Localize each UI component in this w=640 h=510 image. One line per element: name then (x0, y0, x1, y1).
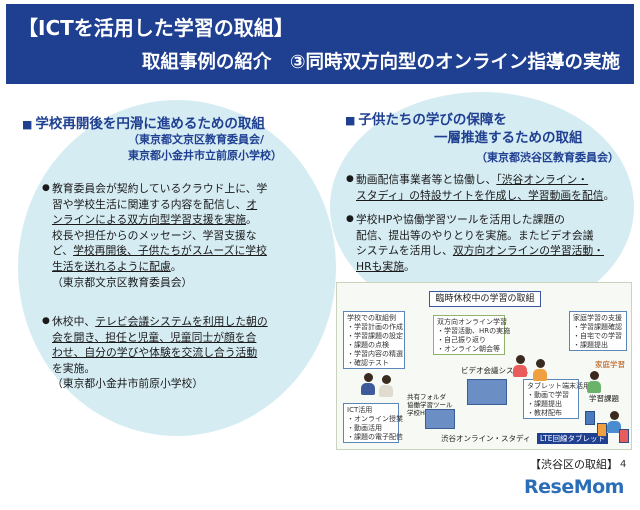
right-b2-line: 学校HPや協働学習ツールを活用した課題の (356, 213, 565, 226)
slide-header: 【ICTを活用した学習の取組】 取組事例の紹介 ③同時双方向型のオンライン指導の… (6, 4, 634, 84)
left-b2-line: （東京都小金井市前原小学校） (52, 377, 204, 391)
student-box: 双方向オンライン学習・学習活動、HRの実施 ・自己振り返り・オンライン朝会等 (433, 315, 510, 355)
left-circle-background (18, 100, 336, 436)
left-b1-line: ど、学校再開後、子供たちがスムーズに学校 (52, 244, 267, 258)
bullet-dot-icon: ● (42, 316, 50, 326)
left-org-line1: （東京都文京区教育委員会/ (128, 133, 265, 146)
left-b2-line: を実施。 (52, 361, 96, 375)
student-icon (587, 371, 601, 393)
lte-tablet-label: LTE回線タブレット (537, 433, 608, 444)
laptop-icon (467, 379, 507, 405)
slide-subtitle: 取組事例の紹介 ③同時双方向型のオンライン指導の実施 (141, 52, 620, 73)
right-heading-text-2: 一層推進するための取組 (434, 130, 583, 146)
illustration-title: 臨時休校中の学習の取組 (429, 291, 541, 307)
student-icon (607, 411, 621, 433)
right-b1-line: 動画配信事業者等と協働し、「渋谷オンライン・ (356, 173, 589, 186)
bullet-dot-icon: ● (346, 214, 354, 224)
monitor-icon (425, 409, 455, 429)
bullet-dot-icon: ● (346, 174, 354, 184)
left-b1-line: 習や学校生活に関連する内容を配信し、オ (52, 197, 258, 211)
right-bullet-1: ● 動画配信事業者等と協働し、「渋谷オンライン・ スタディ」の特設サイトを作成し… (346, 172, 615, 203)
left-bullet-2: ● 休校中、テレビ会議システムを利用した朝の 会を開き、担任と児童、児童同士が顔… (42, 314, 268, 392)
left-b1-line: 校長や担任からのメッセージ、学習支援な (52, 228, 257, 242)
resemom-logo: ReseMom (524, 476, 624, 498)
school-box: 学校での取組例・学習計画の作成 ・学習課題の設定・課題の点検 ・学習内容の精選・… (343, 311, 405, 369)
left-b1-line: 教育委員会が契約しているクラウド上に、学 (52, 182, 268, 195)
bullet-dot-icon: ● (42, 183, 50, 193)
left-section-heading: ■学校再開後を円滑に進めるための取組 (22, 112, 265, 132)
right-bullet-2: ● 学校HPや協働学習ツールを活用した課題の 配信、提出等のやりとりを実施。また… (346, 212, 605, 274)
teacher-icon (379, 375, 393, 397)
study-task-label: 学習課題 (589, 394, 619, 403)
right-b1-line: スタディ」の特設サイトを作成し、学習動画を配信。 (356, 188, 615, 202)
student-icon (513, 355, 527, 377)
tablet-icon (585, 411, 595, 425)
left-b1-line: ンラインによる双方向型学習支援を実施。 (52, 213, 257, 227)
home-support-box: 家庭学習の支援・学習課題確認 ・自宅での学習・課題提出 (569, 311, 627, 351)
figure-caption: 【渋谷区の取組】 (530, 458, 618, 471)
square-bullet-icon: ■ (345, 114, 356, 127)
left-b1-line: （東京都文京区教育委員会） (52, 275, 193, 289)
right-section-heading: ■子供たちの学びの保障を (345, 108, 507, 128)
left-heading-text: 学校再開後を円滑に進めるための取組 (35, 116, 265, 132)
student-icon (533, 359, 547, 381)
right-b2-line: 配信、提出等のやりとりを実施。またビデオ会議 (356, 228, 594, 242)
tablet-icon (597, 423, 607, 437)
left-b2-line: 休校中、テレビ会議システムを利用した朝の (52, 315, 268, 328)
tablet-box: タブレット端末活用・動画で学習 ・課題提出・教材配布 (523, 379, 590, 419)
slide-title: 【ICTを活用した学習の取組】 (18, 16, 294, 40)
home-study-label: 家庭学習 (595, 360, 625, 369)
left-org-line2: 東京都小金井市立前原小学校） (128, 149, 282, 162)
ict-box: ICT活用・オンライン授業 ・動画活用・課題の電子配信 (343, 403, 403, 443)
teacher-icon (361, 373, 375, 395)
right-heading-text-1: 子供たちの学びの保障を (358, 112, 507, 128)
left-b1-line: 生活を送れるように配慮。 (52, 259, 182, 273)
shared-tool-label: 共有フォルダ 協働学習ツール 学校HP (407, 393, 453, 417)
tablet-icon (619, 429, 629, 443)
right-b2-line: システムを活用し、双方向オンラインの学習活動・ (356, 244, 605, 258)
right-b2-line: HRも実施。 (356, 259, 415, 273)
shibuya-illustration: 臨時休校中の学習の取組 学校での取組例・学習計画の作成 ・学習課題の設定・課題の… (336, 282, 632, 450)
video-conference-label: ビデオ会議システム (461, 366, 529, 375)
left-bullet-1: ● 教育委員会が契約しているクラウド上に、学 習や学校生活に関連する内容を配信し… (42, 181, 268, 290)
page-number: 4 (620, 459, 627, 470)
left-b2-line: 会を開き、担任と児童、児童同士が顔を合 (52, 330, 257, 344)
square-bullet-icon: ■ (22, 118, 33, 131)
right-org: （東京都渋谷区教育委員会） (476, 151, 619, 164)
shibuya-online-study-label: 渋谷オンライン・スタディ (441, 434, 531, 443)
left-b2-line: わせ、自分の学びや体験を交流し合う活動 (52, 346, 258, 360)
